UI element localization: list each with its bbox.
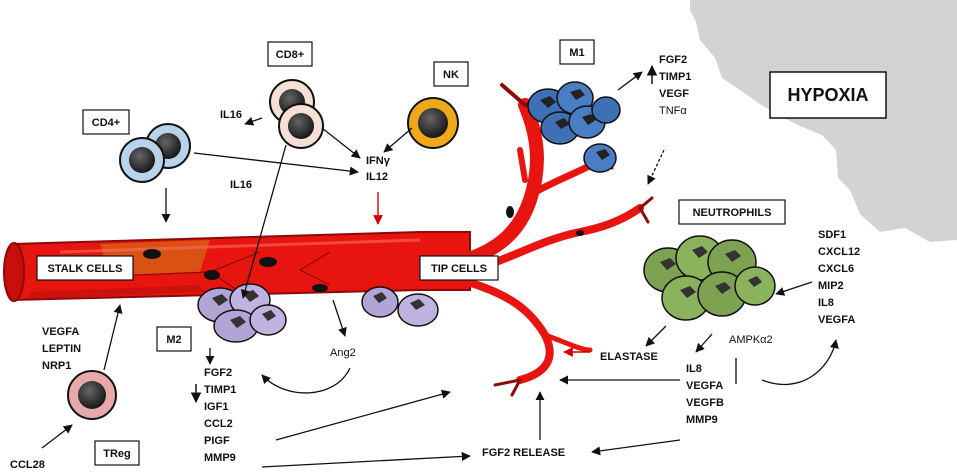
- m2-factor: FGF2: [204, 367, 232, 379]
- il16-top-label: IL16: [220, 109, 242, 121]
- ampk-label: AMPKα2: [729, 334, 773, 346]
- m2-factor-list: FGF2 TIMP1 IGF1 CCL2 PIGF MMP9: [190, 367, 236, 464]
- arrows: [41, 71, 839, 468]
- neutro-factor: MIP2: [818, 280, 844, 292]
- neutro-bottom-factor: IL8: [686, 363, 702, 375]
- treg-box: [94, 440, 140, 466]
- cd8-cells: [269, 79, 324, 149]
- cd4-cells: [119, 123, 191, 183]
- cd8-box: [267, 41, 313, 67]
- neutro-bottom-factor: VEGFB: [686, 397, 724, 409]
- treg-factor: VEGFA: [42, 326, 79, 338]
- tip-cells-box: [419, 255, 499, 281]
- nk-label: NK: [443, 69, 459, 81]
- hypoxia-box: [769, 71, 887, 119]
- hypoxia-region: [690, 0, 957, 242]
- treg-factor-list: VEGFA LEPTIN NRP1: [42, 326, 81, 372]
- cd8-label: CD8+: [276, 49, 304, 61]
- ccl28-label: CCL28: [10, 459, 45, 471]
- neutrophils-label: NEUTROPHILS: [693, 207, 772, 219]
- m2-box: [156, 326, 192, 352]
- m2-factor: IGF1: [204, 401, 228, 413]
- m2-label: M2: [166, 334, 181, 346]
- stalk-cells-label: STALK CELLS: [48, 263, 123, 275]
- red-arrows: [373, 192, 590, 357]
- elastase-label: ELASTASE: [600, 351, 658, 363]
- neutro-factor: CXCL6: [818, 263, 854, 275]
- m2-factor: PIGF: [204, 435, 230, 447]
- neutro-factor: IL8: [818, 297, 834, 309]
- m2-macrophages: [197, 283, 287, 343]
- neutro-factor: CXCL12: [818, 246, 860, 258]
- m1-factor: TNFα: [659, 105, 687, 117]
- m1-macrophages: [527, 81, 621, 173]
- il16-mid-label: IL16: [230, 179, 252, 191]
- m2-factor: MMP9: [204, 452, 236, 464]
- neutrophil-bottom-list: IL8 VEGFA VEGFB MMP9: [686, 363, 724, 426]
- neutrophils-box: [678, 199, 786, 225]
- m2-factor: TIMP1: [204, 384, 236, 396]
- treg-label: TReg: [103, 448, 131, 460]
- cd4-box: [82, 109, 130, 135]
- neutro-bottom-factor: VEGFA: [686, 380, 723, 392]
- treg-factor: NRP1: [42, 360, 71, 372]
- nk-box: [433, 61, 469, 87]
- neutro-bottom-factor: MMP9: [686, 414, 718, 426]
- ang2-label: Ang2: [330, 347, 356, 359]
- tip-sprouts: [453, 83, 654, 397]
- treg-cell: [67, 370, 117, 420]
- m1-label: M1: [569, 47, 584, 59]
- stalk-cells-box: [36, 255, 134, 281]
- m1-factor: FGF2: [659, 54, 687, 66]
- neutro-factor: VEGFA: [818, 314, 855, 326]
- neutro-factor: SDF1: [818, 229, 846, 241]
- m2-free-macrophages: [361, 286, 439, 327]
- tip-cells-label: TIP CELLS: [431, 263, 487, 275]
- fgf2-release-label: FGF2 RELEASE: [482, 447, 565, 459]
- m1-factor: TIMP1: [659, 71, 691, 83]
- neutrophil-cluster: [643, 235, 776, 321]
- m1-factor-list: FGF2 TIMP1 VEGF TNFα: [646, 54, 691, 117]
- m2-factor: CCL2: [204, 418, 233, 430]
- cd4-label: CD4+: [92, 117, 120, 129]
- m1-factor: VEGF: [659, 88, 689, 100]
- il12-label: IL12: [366, 171, 388, 183]
- hypoxia-label: HYPOXIA: [787, 85, 868, 105]
- treg-factor: LEPTIN: [42, 343, 81, 355]
- m1-box: [559, 39, 595, 65]
- nk-cell: [407, 97, 459, 149]
- neutrophil-right-list: SDF1 CXCL12 CXCL6 MIP2 IL8 VEGFA: [818, 229, 860, 326]
- ifng-label: IFNγ: [366, 155, 391, 167]
